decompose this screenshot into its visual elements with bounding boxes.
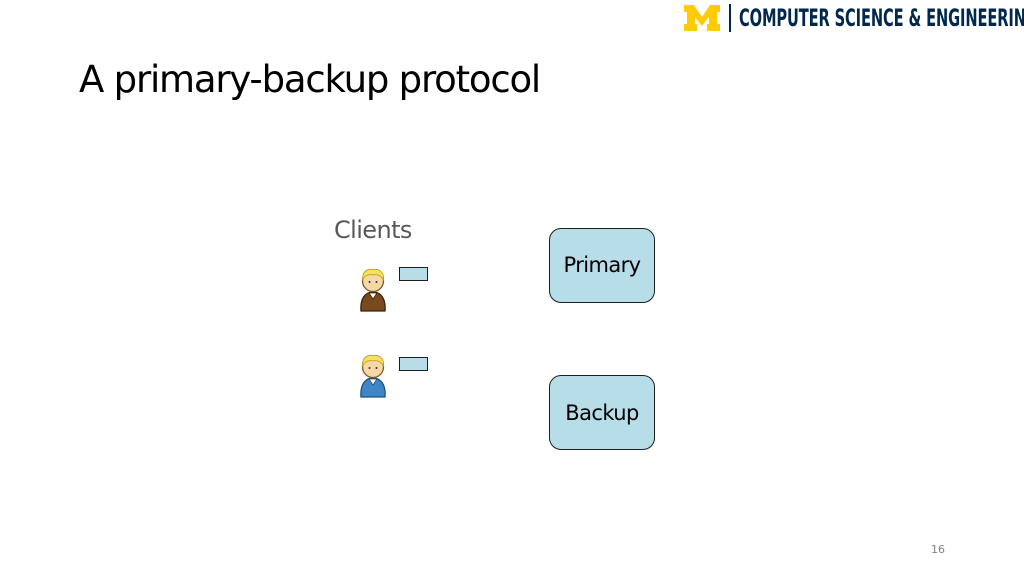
block-m-icon	[684, 5, 720, 31]
logo-text: COMPUTER SCIENCE & ENGINEERING	[739, 4, 1024, 32]
person-blue-icon	[360, 354, 386, 398]
client-2-message	[399, 357, 428, 371]
primary-server-box: Primary	[549, 228, 655, 303]
slide-title: A primary-backup protocol	[79, 58, 541, 101]
person-brown-icon	[360, 268, 386, 312]
page-number: 16	[931, 543, 945, 556]
backup-server-label: Backup	[565, 400, 639, 425]
umich-cse-logo: COMPUTER SCIENCE & ENGINEERING	[683, 3, 1024, 33]
clients-label: Clients	[334, 216, 412, 244]
client-1-message	[399, 267, 428, 281]
primary-server-label: Primary	[563, 253, 642, 277]
logo-divider	[729, 4, 731, 32]
backup-server-box: Backup	[549, 375, 655, 450]
